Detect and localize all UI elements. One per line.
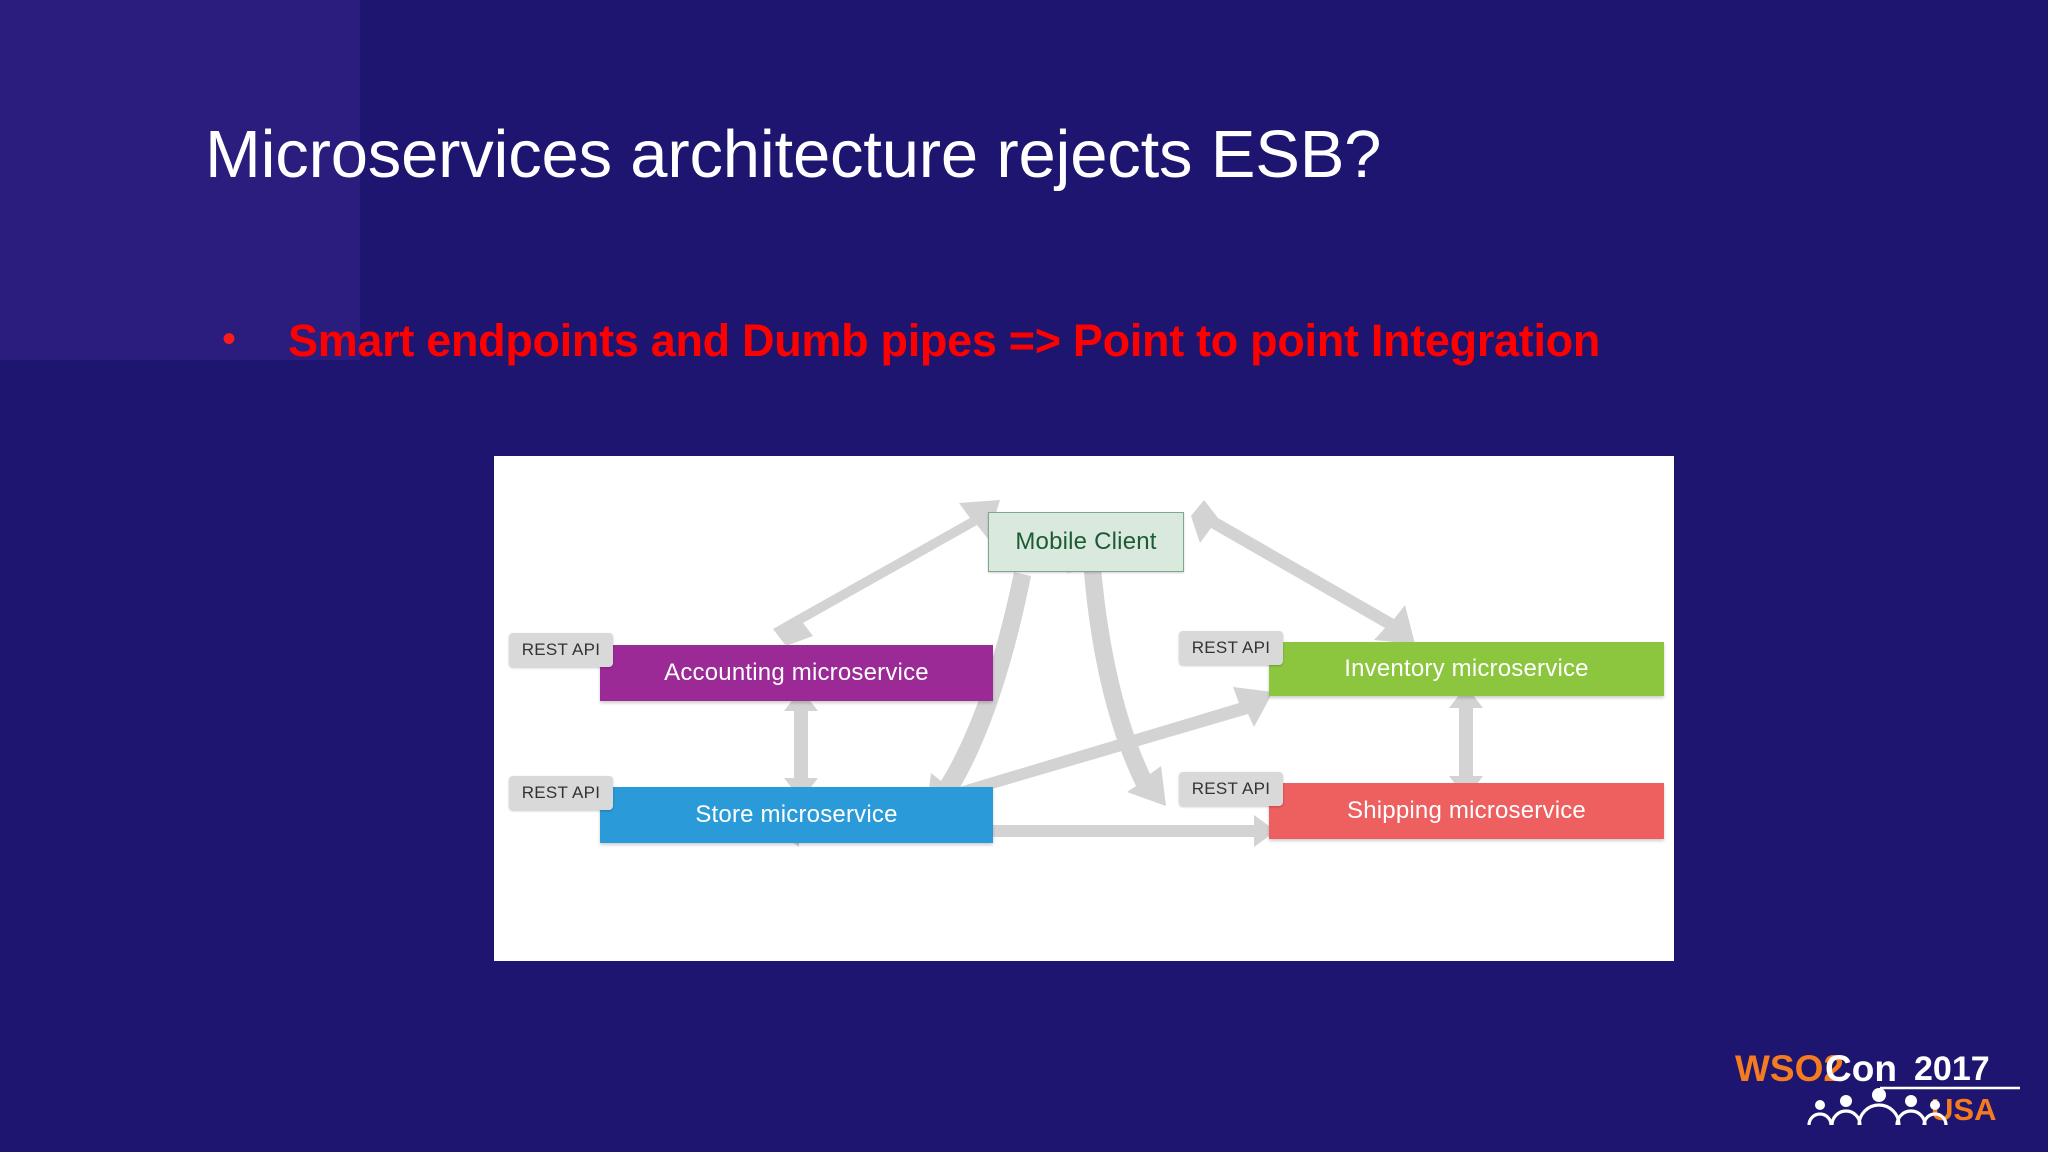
badge-accounting-rest-api: REST API	[509, 633, 613, 667]
node-shipping-microservice[interactable]: Shipping microservice	[1269, 783, 1664, 839]
arrow-accounting-mobile	[773, 500, 1000, 646]
wso2con-people-icon: WSO2 Con 2017 USA	[1735, 1048, 2020, 1127]
node-inventory-microservice-label: Inventory microservice	[1344, 655, 1589, 682]
badge-shipping-rest-api: REST API	[1179, 772, 1283, 806]
node-mobile-client-label: Mobile Client	[1015, 528, 1157, 555]
arrow-store-shipping	[777, 815, 1276, 847]
logo-wso2-text: WSO2	[1735, 1048, 1844, 1089]
bullet-text: Smart endpoints and Dumb pipes => Point …	[288, 315, 1601, 366]
badge-shipping-rest-api-label: REST API	[1191, 779, 1271, 798]
logo-year-text: 2017	[1914, 1050, 1990, 1088]
arrow-inventory-shipping	[1449, 686, 1483, 798]
node-accounting-microservice[interactable]: Accounting microservice	[600, 645, 993, 701]
node-store-microservice-label: Store microservice	[695, 801, 898, 828]
node-store-microservice[interactable]: Store microservice	[600, 787, 993, 843]
logo-con-text: Con	[1825, 1048, 1897, 1089]
page-title: Microservices architecture rejects ESB?	[205, 117, 1382, 192]
bullet-marker: •	[222, 317, 237, 361]
wso2con-logo: WSO2 Con 2017 USA	[1735, 1043, 2025, 1135]
node-accounting-microservice-label: Accounting microservice	[664, 659, 929, 686]
node-mobile-client[interactable]: Mobile Client	[988, 512, 1184, 572]
badge-store-rest-api: REST API	[509, 776, 613, 810]
arrow-mobile-shipping-curve	[1067, 536, 1166, 806]
badge-inventory-rest-api: REST API	[1179, 631, 1283, 665]
badge-accounting-rest-api-label: REST API	[521, 640, 601, 659]
arrow-store-inventory	[934, 687, 1273, 816]
arrow-mobile-inventory	[1191, 500, 1415, 644]
badge-store-rest-api-label: REST API	[521, 783, 601, 802]
arrow-accounting-store	[784, 689, 818, 800]
bullet-row: • Smart endpoints and Dumb pipes => Poin…	[212, 315, 1972, 367]
node-shipping-microservice-label: Shipping microservice	[1347, 797, 1586, 824]
badge-inventory-rest-api-label: REST API	[1191, 638, 1271, 657]
logo-usa-text: USA	[1931, 1092, 1996, 1127]
diagram-panel: Mobile Client Accounting microservice In…	[494, 456, 1674, 961]
node-inventory-microservice[interactable]: Inventory microservice	[1269, 642, 1664, 696]
